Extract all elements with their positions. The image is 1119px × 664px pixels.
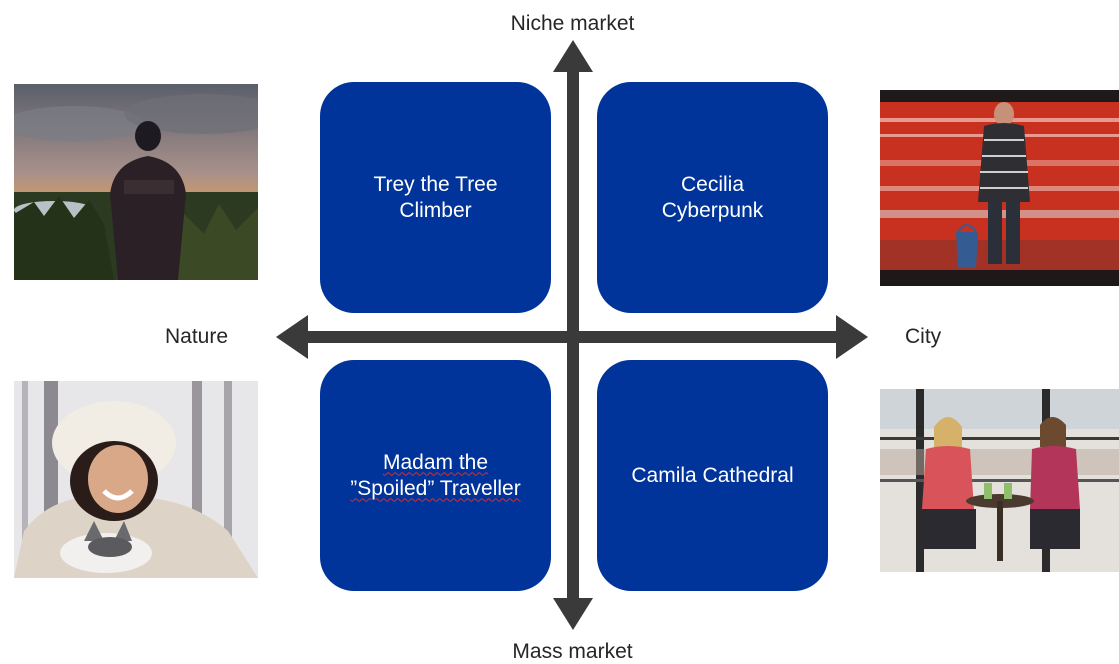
persona-madam-line1: Madam the: [382, 450, 489, 474]
left-arrowhead: [276, 315, 308, 359]
up-arrowhead: [553, 40, 593, 72]
horizontal-axis-line: [304, 331, 842, 343]
persona-label-cecilia: Cecilia Cyberpunk: [662, 172, 764, 224]
persona-cecilia-line1: Cecilia: [680, 172, 745, 196]
persona-box-trey[interactable]: Trey the Tree Climber: [320, 82, 551, 313]
persona-box-camila[interactable]: Camila Cathedral: [597, 360, 828, 591]
persona-label-madam: Madam the ”Spoiled” Traveller: [350, 450, 520, 502]
axis-label-nature: Nature: [165, 325, 229, 348]
persona-cecilia-line2: Cyberpunk: [661, 198, 764, 222]
persona-box-cecilia[interactable]: Cecilia Cyberpunk: [597, 82, 828, 313]
down-arrowhead: [553, 598, 593, 630]
persona-label-trey: Trey the Tree Climber: [373, 172, 497, 224]
photo-woman-husky-snow: [14, 381, 258, 578]
right-arrowhead: [836, 315, 868, 359]
photo-person-red-train: [880, 90, 1119, 286]
axis-label-niche-market: Niche market: [510, 12, 635, 35]
persona-madam-line2: ”Spoiled” Traveller: [350, 476, 521, 500]
photo-hiker-sunset-forest: [14, 84, 258, 280]
axis-label-city: City: [905, 325, 942, 348]
persona-label-camila: Camila Cathedral: [631, 463, 793, 489]
persona-trey-line1: Trey the Tree: [373, 172, 498, 196]
persona-box-madam[interactable]: Madam the ”Spoiled” Traveller: [320, 360, 551, 591]
persona-camila-line1: Camila Cathedral: [631, 463, 794, 487]
photo-women-cafe: [880, 389, 1119, 572]
persona-trey-line2: Climber: [399, 198, 472, 222]
axis-label-mass-market: Mass market: [512, 640, 633, 663]
